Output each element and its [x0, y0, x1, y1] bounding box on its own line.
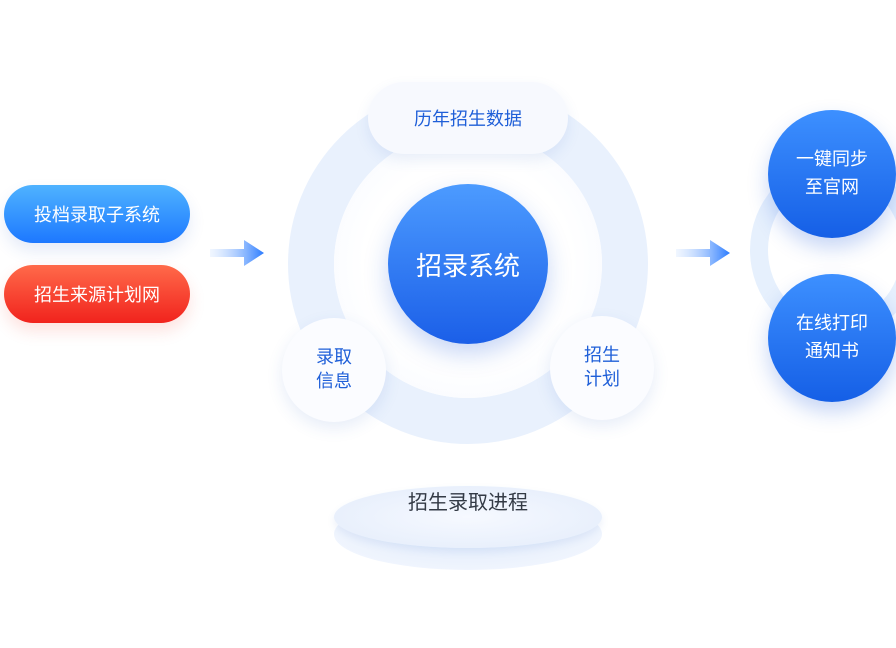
plan-network-pill[interactable]: 招生来源计划网	[4, 265, 190, 323]
arrow-right-icon	[210, 240, 264, 266]
admission-info-line2: 信息	[316, 371, 352, 392]
sync-website-button[interactable]: 一键同步 至官网	[768, 110, 896, 238]
sync-website-line1: 一键同步	[796, 149, 868, 170]
archive-subsystem-label: 投档录取子系统	[34, 205, 160, 226]
enrollment-plan-line1: 招生	[584, 345, 620, 366]
enrollment-system-label: 招录系统	[415, 251, 520, 282]
plan-network-label: 招生来源计划网	[34, 285, 160, 306]
arrow-right-icon	[676, 240, 730, 266]
print-notice-line2: 通知书	[805, 341, 859, 362]
enrollment-system-core[interactable]: 招录系统	[388, 184, 548, 344]
platform-label: 招生录取进程	[408, 489, 528, 514]
admission-info-line1: 录取	[316, 347, 352, 368]
platform-top	[334, 486, 602, 548]
history-data-label: 历年招生数据	[414, 109, 522, 130]
history-data-node[interactable]: 历年招生数据	[368, 82, 568, 154]
enrollment-plan-line2: 计划	[584, 369, 620, 390]
archive-subsystem-pill[interactable]: 投档录取子系统	[4, 185, 190, 243]
enrollment-plan-node[interactable]: 招生 计划	[550, 316, 654, 420]
admission-info-node[interactable]: 录取 信息	[282, 318, 386, 422]
print-notice-line1: 在线打印	[796, 313, 868, 334]
sync-website-line2: 至官网	[805, 177, 859, 198]
print-notice-button[interactable]: 在线打印 通知书	[768, 274, 896, 402]
